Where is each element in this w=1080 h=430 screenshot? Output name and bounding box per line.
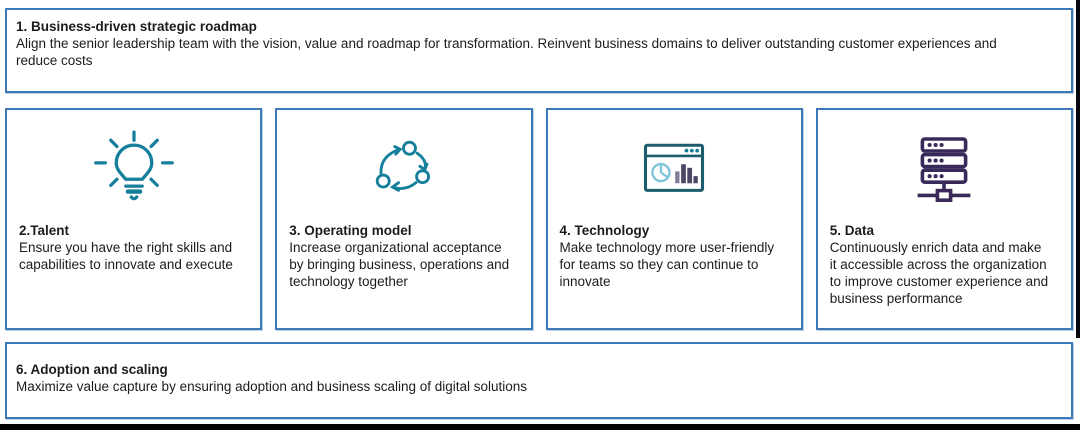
card-title: 2.Talent (19, 223, 70, 238)
card-description: Ensure you have the right skills and cap… (19, 240, 233, 272)
card-description: Make technology more user-friendly for t… (559, 240, 775, 289)
card-talent: 2.Talent Ensure you have the right skill… (5, 108, 263, 330)
card-title: 4. Technology (559, 223, 650, 238)
dashboard-window-icon (560, 122, 789, 216)
server-stack-icon (830, 122, 1059, 216)
pillar-cards-row: 2.Talent Ensure you have the right skill… (5, 108, 1073, 330)
right-edge-bar (1076, 0, 1080, 338)
card-title: 5. Data (829, 223, 875, 238)
top-banner-roadmap: 1. Business-driven strategic roadmap Ali… (5, 8, 1073, 93)
card-title: 3. Operating model (289, 223, 412, 238)
card-operating-model: 3. Operating model Increase organization… (275, 108, 533, 330)
bottom-banner-adoption: 6. Adoption and scaling Maximize value c… (5, 342, 1073, 419)
card-technology: 4. Technology Make technology more user-… (545, 108, 803, 330)
card-description: Continuously enrich data and make it acc… (829, 240, 1049, 306)
bottom-banner-description: Maximize value capture by ensuring adopt… (16, 379, 528, 394)
lightbulb-icon (19, 122, 248, 216)
card-description: Increase organizational acceptance by br… (289, 240, 510, 289)
cycle-arrows-icon (289, 122, 518, 216)
top-banner-description: Align the senior leadership team with th… (16, 36, 997, 68)
top-banner-title: 1. Business-driven strategic roadmap (16, 19, 257, 34)
card-data: 5. Data Continuously enrich data and mak… (815, 108, 1073, 330)
bottom-banner-title: 6. Adoption and scaling (16, 362, 168, 377)
bottom-edge-bar (0, 424, 1080, 430)
